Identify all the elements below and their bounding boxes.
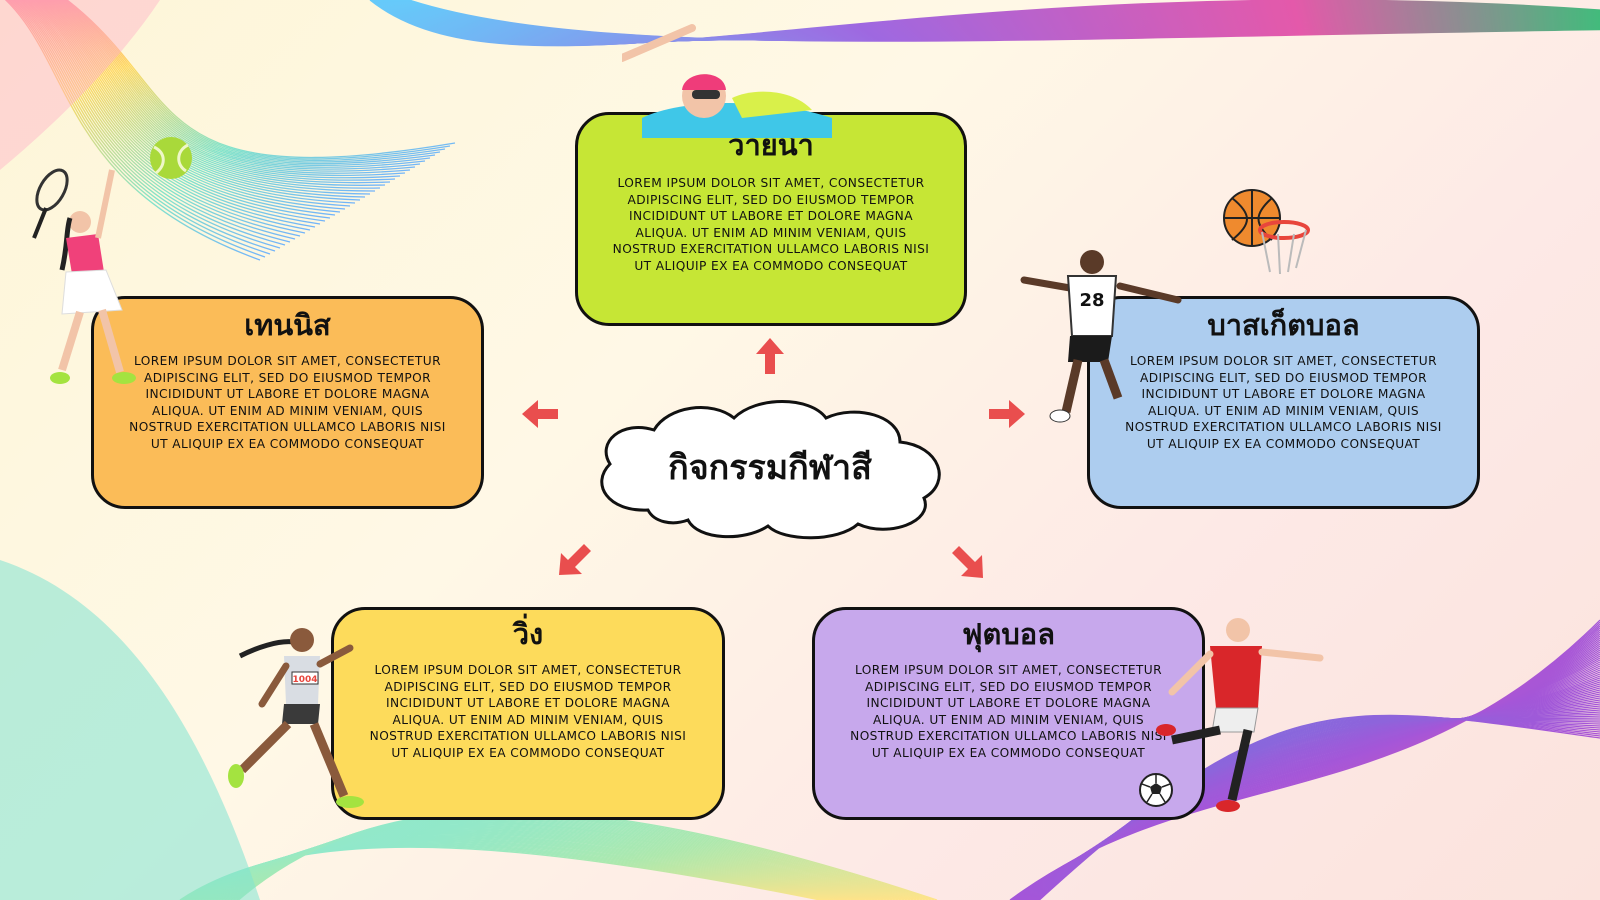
swimming-card: ว่ายน้ำ LOREM IPSUM DOLOR SIT AMET, CONS… bbox=[575, 112, 967, 326]
football-player-illustration bbox=[1156, 618, 1324, 812]
tennis-card: เทนนิส LOREM IPSUM DOLOR SIT AMET, CONSE… bbox=[91, 296, 484, 509]
center-cloud-shape bbox=[600, 400, 941, 540]
arrow-right-icon bbox=[989, 400, 1025, 428]
tennis-ball-icon bbox=[150, 137, 192, 179]
football-title: ฟุตบอล bbox=[962, 617, 1055, 651]
running-description: LOREM IPSUM DOLOR SIT AMET, CONSECTETUR … bbox=[369, 663, 687, 760]
swimmer-illustration bbox=[622, 24, 832, 138]
football-description: LOREM IPSUM DOLOR SIT AMET, CONSECTETUR … bbox=[850, 663, 1167, 760]
football-card: ฟุตบอล LOREM IPSUM DOLOR SIT AMET, CONSE… bbox=[812, 607, 1205, 820]
tennis-player-illustration bbox=[32, 168, 136, 384]
arrow-up-icon bbox=[756, 338, 784, 374]
runner-illustration: 1004 bbox=[228, 628, 364, 808]
arrow-down-left-icon bbox=[559, 544, 591, 575]
soccer-ball-icon bbox=[1139, 773, 1173, 807]
swimming-description: LOREM IPSUM DOLOR SIT AMET, CONSECTETUR … bbox=[612, 176, 930, 273]
running-title: วิ่ง bbox=[512, 617, 544, 651]
tennis-title: เทนนิส bbox=[244, 308, 331, 342]
center-title: กิจกรรมกีฬาสี bbox=[668, 448, 872, 488]
tennis-description: LOREM IPSUM DOLOR SIT AMET, CONSECTETUR … bbox=[129, 354, 446, 451]
runner-bib-number: 1004 bbox=[292, 675, 317, 685]
basketball-jersey-number: 28 bbox=[1079, 290, 1104, 311]
basketball-hoop-icon bbox=[1223, 189, 1310, 275]
arrow-down-right-icon bbox=[952, 546, 983, 578]
basketball-player-illustration: 28 bbox=[1020, 250, 1182, 423]
basketball-title: บาสเก็ตบอล bbox=[1207, 308, 1360, 342]
arrow-left-icon bbox=[522, 400, 558, 428]
running-card: วิ่ง LOREM IPSUM DOLOR SIT AMET, CONSECT… bbox=[331, 607, 725, 820]
basketball-description: LOREM IPSUM DOLOR SIT AMET, CONSECTETUR … bbox=[1125, 354, 1442, 451]
basketball-card: บาสเก็ตบอล LOREM IPSUM DOLOR SIT AMET, C… bbox=[1087, 296, 1480, 509]
